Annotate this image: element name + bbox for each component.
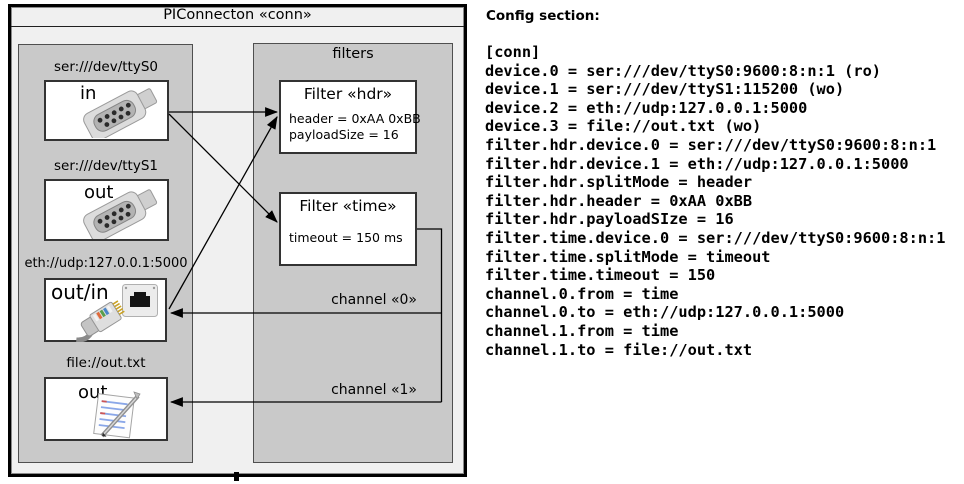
device-name: in xyxy=(80,83,97,104)
config-line: filter.hdr.device.0 = ser:///dev/ttyS0:9… xyxy=(485,135,937,154)
config-line: channel.1.from = time xyxy=(485,321,679,340)
device-box-file: out xyxy=(44,377,168,441)
config-line: channel.1.to = file://out.txt xyxy=(485,340,753,359)
device-url-eth: eth://udp:127.0.0.1:5000 xyxy=(24,256,188,271)
filter-hdr-attrs: header = 0xAA 0xBB payloadSize = 16 xyxy=(289,111,421,143)
channel-0-label: channel «0» xyxy=(331,292,417,308)
device-name: out/in xyxy=(51,280,109,304)
device-name: out xyxy=(84,182,114,203)
device-box-eth: out/in xyxy=(44,278,167,342)
config-line: device.3 = file://out.txt (wo) xyxy=(485,117,762,136)
device-box-ttyS0: in xyxy=(44,80,169,141)
config-line: device.2 = eth://udp:127.0.0.1:5000 xyxy=(485,98,808,117)
filter-attr-header: header = 0xAA 0xBB xyxy=(289,111,421,126)
device-url-ttyS1: ser:///dev/ttyS1 xyxy=(54,158,158,174)
config-line: filter.time.splitMode = timeout xyxy=(485,247,771,266)
config-line: device.0 = ser:///dev/ttyS0:9600:8:n:1 (… xyxy=(485,61,882,80)
title-separator xyxy=(11,26,464,27)
config-lines: [conn] device.0 = ser:///dev/ttyS0:9600:… xyxy=(485,43,945,359)
diagram-title: PIConnecton «conn» xyxy=(163,7,312,23)
filters-panel-title: filters xyxy=(332,46,374,62)
config-heading: Config section: xyxy=(486,8,600,24)
ethernet-plug-icon xyxy=(76,300,125,342)
device-box-ttyS1: out xyxy=(44,179,169,241)
ethernet-port-icon xyxy=(122,284,158,317)
filter-time-title: Filter «time» xyxy=(299,197,397,215)
channel-1-label: channel «1» xyxy=(331,382,417,398)
filter-time-attrs: timeout = 150 ms xyxy=(289,230,403,246)
serial-connector-icon xyxy=(83,189,158,239)
serial-connector-icon xyxy=(83,88,158,138)
frame-bottom-notch xyxy=(234,472,239,481)
config-line: filter.time.device.0 = ser:///dev/ttyS0:… xyxy=(485,228,946,247)
filter-attr-payload: payloadSize = 16 xyxy=(289,127,399,142)
filter-hdr-title: Filter «hdr» xyxy=(303,85,393,103)
config-line: device.1 = ser:///dev/ttyS1:115200 (wo) xyxy=(485,80,845,99)
config-line: [conn] xyxy=(485,43,541,61)
config-line: filter.hdr.device.1 = eth://udp:127.0.0.… xyxy=(485,154,909,173)
filter-hdr-box: Filter «hdr» header = 0xAA 0xBB payloadS… xyxy=(279,80,421,154)
config-line: filter.hdr.header = 0xAA 0xBB xyxy=(485,191,753,210)
filter-time-box: Filter «time» timeout = 150 ms xyxy=(279,192,417,266)
config-line: channel.0.from = time xyxy=(485,284,679,303)
notepad-icon xyxy=(93,391,141,439)
config-line: filter.hdr.payloadSIze = 16 xyxy=(485,210,734,229)
config-line: filter.time.timeout = 150 xyxy=(485,266,716,285)
device-url-ttyS0: ser:///dev/ttyS0 xyxy=(54,59,158,75)
config-line: filter.hdr.splitMode = header xyxy=(485,173,753,192)
filter-attr-timeout: timeout = 150 ms xyxy=(289,230,403,245)
device-url-file: file://out.txt xyxy=(66,355,146,371)
config-line: channel.0.to = eth://udp:127.0.0.1:5000 xyxy=(485,303,845,322)
